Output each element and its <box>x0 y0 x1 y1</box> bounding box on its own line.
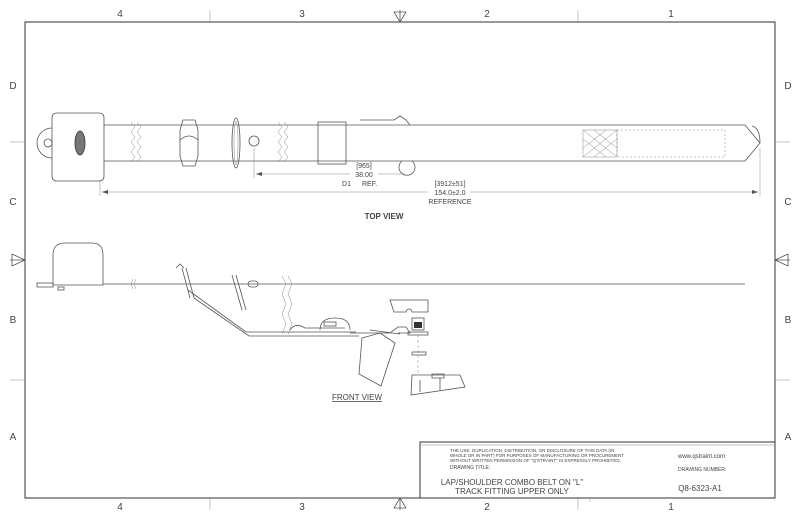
dim1-metric: [965] <box>356 163 372 170</box>
title-block: THE USE, DUPLICATION, DISTRIBUTION, OR D… <box>419 441 776 502</box>
centering-marks <box>10 10 790 510</box>
zone-rows-right: D C B A <box>784 81 791 443</box>
drawing-title-label: DRAWING TITLE: <box>450 465 490 471</box>
zone-row: D <box>784 81 791 92</box>
notice-line: WHOLE OR IN PART) FOR PURPOSES OF MANUFA… <box>450 453 624 458</box>
zone-row: B <box>10 315 17 326</box>
zone-row: D <box>9 81 16 92</box>
zone-rows-left: D C B A <box>9 81 16 443</box>
zone-col: 3 <box>299 9 305 20</box>
drawing-title-line: LAP/SHOULDER COMBO BELT ON "L" <box>441 478 583 487</box>
front-view-label: FRONT VIEW <box>332 393 383 402</box>
zone-col: 4 <box>117 502 123 513</box>
top-view-label: TOP VIEW <box>365 212 404 221</box>
zone-row: A <box>10 432 17 443</box>
zone-col: 1 <box>668 9 674 20</box>
dimension-overall: [3912±51] 154.0±2.0 REFERENCE <box>99 148 761 206</box>
dim1-note: REF. <box>362 181 377 188</box>
zone-col: 2 <box>484 502 490 513</box>
dim2-note: REFERENCE <box>428 199 472 206</box>
zone-col: 4 <box>117 9 123 20</box>
drawing-number-label: DRAWING NUMBER: <box>678 467 726 473</box>
top-view-drawing <box>36 112 761 182</box>
zone-row: A <box>785 432 792 443</box>
dim1-value: 38.00 <box>355 172 373 179</box>
zone-col: 3 <box>299 502 305 513</box>
notice-line: WITHOUT WRITTEN PERMISSION OF "Q'STRAINT… <box>450 458 621 463</box>
dim2-value: 154.0±2.0 <box>434 190 465 197</box>
zone-columns-bottom: 4 3 2 1 <box>117 502 674 513</box>
dimension-d1: [965] 38.00 D1 REF. <box>253 148 405 188</box>
logo-oval <box>74 130 86 156</box>
zone-columns-top: 4 3 2 1 <box>117 9 674 20</box>
zone-row: C <box>784 197 791 208</box>
zone-col: 1 <box>668 502 674 513</box>
drawing-number: Q8-6323-A1 <box>678 484 722 493</box>
website: www.qstraint.com <box>677 454 725 460</box>
drawing-border <box>24 21 776 499</box>
zone-dividers <box>10 10 790 510</box>
drawing-title-line: TRACK FITTING UPPER ONLY <box>455 487 569 496</box>
zone-row: C <box>9 197 16 208</box>
notice-line: THE USE, DUPLICATION, DISTRIBUTION, OR D… <box>450 448 614 453</box>
zone-row: B <box>785 315 792 326</box>
zone-col: 2 <box>484 9 490 20</box>
dim2-metric: [3912±51] <box>434 181 465 188</box>
dim1-tag: D1 <box>342 181 351 188</box>
front-view-drawing <box>36 242 745 396</box>
